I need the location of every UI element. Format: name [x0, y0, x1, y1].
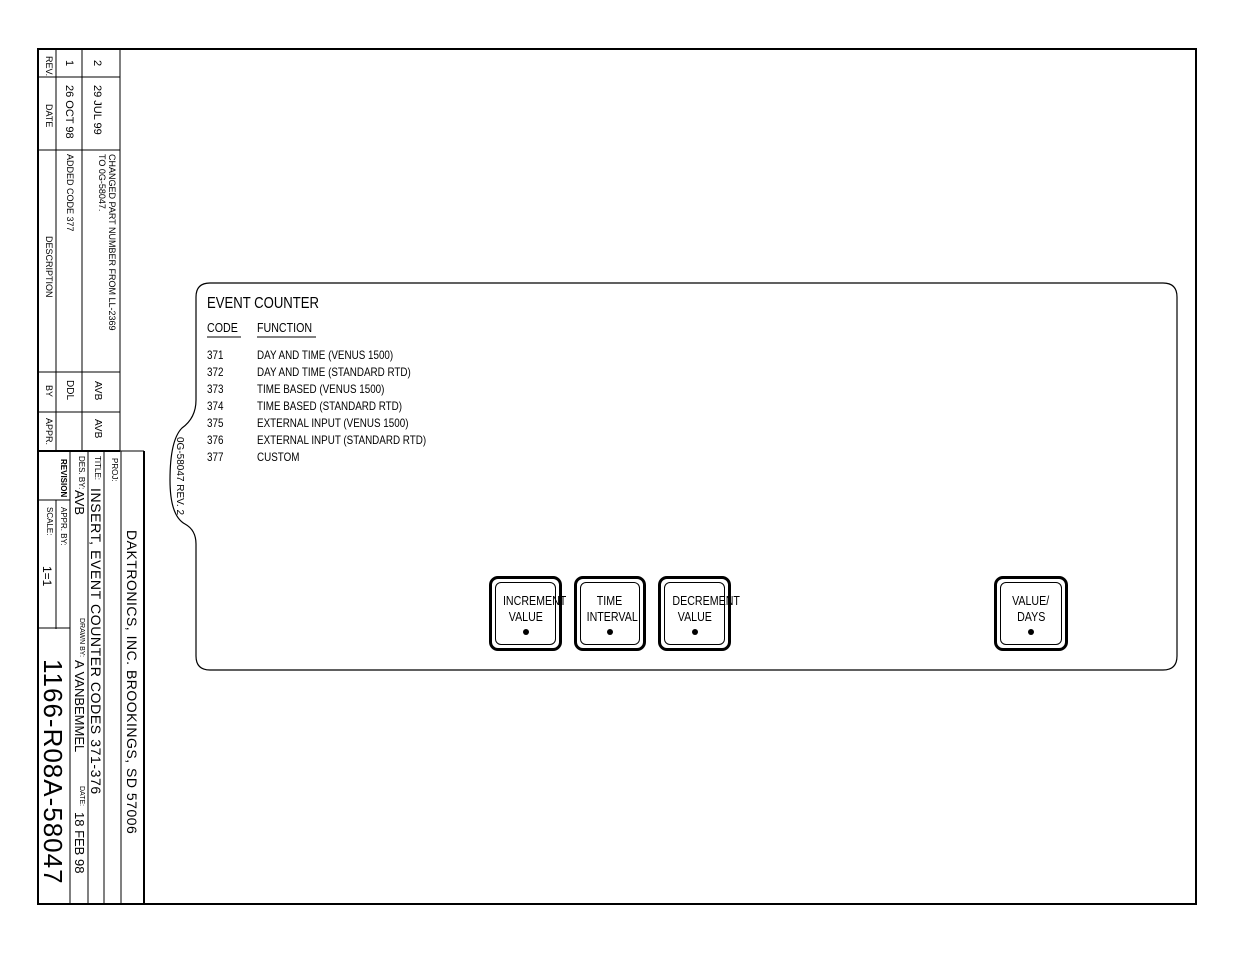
- button-label-line2: INTERVAL: [586, 609, 638, 624]
- list-item: CUSTOM: [257, 451, 309, 463]
- drawn-by-value: A VANBEMMEL: [72, 660, 87, 753]
- title-block-grid: [38, 450, 145, 904]
- drawing-border: [37, 48, 1197, 905]
- rev-row-1-date: 26 OCT 98: [63, 85, 75, 139]
- button-label-line1: TIME: [597, 593, 623, 608]
- col-header-code: CODE: [207, 320, 238, 335]
- proj-label: PROJ:: [110, 458, 119, 482]
- date-label: DATE:: [78, 786, 85, 807]
- code-function: EXTERNAL INPUT (STANDARD RTD): [257, 433, 427, 447]
- button-label-line1: DECREMENT: [672, 593, 740, 608]
- rev-header-rev: REV.: [44, 56, 54, 77]
- revision-block-grid: [38, 49, 121, 452]
- code-number: 374: [207, 399, 224, 413]
- insert-heading: EVENT COUNTER: [207, 295, 320, 312]
- led-indicator-icon: [522, 629, 529, 635]
- rev-header-date: DATE: [44, 104, 54, 128]
- des-by-value: AVB: [72, 490, 87, 516]
- code-function: CUSTOM: [257, 450, 300, 464]
- time-interval-button-face: TIME INTERVAL: [580, 582, 640, 645]
- code-number: 371: [207, 348, 224, 362]
- insert-outline: [169, 282, 1178, 671]
- rev-row-2-date: 29 JUL 99: [91, 85, 103, 135]
- rev-header-by: BY: [44, 385, 54, 398]
- col-header-function: FUNCTION: [257, 320, 313, 335]
- drawing-number: 1166-R08A-58047: [38, 659, 68, 885]
- company-name: DAKTRONICS, INC. BROOKINGS, SD 57006: [124, 530, 140, 835]
- rev-row-2-appr: AVB: [92, 419, 103, 439]
- rev-row-1-number: 1: [63, 60, 75, 67]
- code-function: EXTERNAL INPUT (VENUS 1500): [257, 416, 409, 430]
- rev-row-2-description-line2: TO 0G-58047.: [97, 154, 107, 212]
- list-item: DAY AND TIME (VENUS 1500): [257, 349, 423, 361]
- title-label: TITLE:: [93, 456, 102, 481]
- list-item: 376: [207, 434, 227, 446]
- rev-row-1-description: ADDED CODE 377: [65, 154, 75, 232]
- list-item: 371: [207, 349, 227, 361]
- led-indicator-icon: [691, 629, 698, 635]
- list-item: 372: [207, 366, 227, 378]
- button-label-line1: INCREMENT: [502, 593, 567, 608]
- increment-value-button-face: INCREMENT VALUE: [495, 582, 566, 645]
- code-number: 373: [207, 382, 224, 396]
- list-item: 374: [207, 400, 227, 412]
- increment-value-button[interactable]: INCREMENT VALUE: [489, 576, 566, 651]
- code-function: DAY AND TIME (STANDARD RTD): [257, 365, 411, 379]
- list-item: EXTERNAL INPUT (VENUS 1500): [257, 417, 442, 429]
- list-item: TIME BASED (STANDARD RTD): [257, 400, 434, 412]
- code-function: TIME BASED (VENUS 1500): [257, 382, 385, 396]
- code-number: 376: [207, 433, 224, 447]
- decrement-value-button[interactable]: DECREMENT VALUE: [658, 576, 740, 651]
- rev-row-2-number: 2: [91, 60, 103, 67]
- list-item: EXTERNAL INPUT (STANDARD RTD): [257, 434, 463, 446]
- rev-header-appr: APPR.: [44, 418, 54, 446]
- revision-label: REVISION: [59, 459, 68, 498]
- value-days-button[interactable]: VALUE/ DAYS: [994, 576, 1068, 651]
- button-label-line2: VALUE: [508, 609, 543, 624]
- list-item: TIME BASED (VENUS 1500): [257, 383, 412, 395]
- led-indicator-icon: [607, 629, 613, 635]
- rev-header-description: DESCRIPTION: [44, 236, 54, 298]
- list-item: DAY AND TIME (STANDARD RTD): [257, 366, 445, 378]
- value-days-button-face: VALUE/ DAYS: [1000, 582, 1062, 645]
- date-value: 18 FEB 98: [72, 812, 87, 874]
- list-item: 375: [207, 417, 227, 429]
- scale-label: SCALE:: [45, 507, 54, 536]
- code-function: DAY AND TIME (VENUS 1500): [257, 348, 394, 362]
- list-item: 373: [207, 383, 227, 395]
- drawn-by-label: DRAWN BY:: [78, 618, 85, 658]
- code-function: TIME BASED (STANDARD RTD): [257, 399, 403, 413]
- rev-row-1-by: DDL: [64, 380, 75, 401]
- scale-value: 1=1: [40, 566, 54, 587]
- list-item: 377: [207, 451, 227, 463]
- code-number: 372: [207, 365, 224, 379]
- part-marking: 0G-58047 REV. 2: [174, 437, 185, 516]
- decrement-value-button-face: DECREMENT VALUE: [664, 582, 740, 645]
- code-number: 375: [207, 416, 224, 430]
- des-by-label: DES. BY:: [77, 456, 86, 490]
- time-interval-button[interactable]: TIME INTERVAL: [574, 576, 646, 651]
- button-label-line2: VALUE: [677, 609, 712, 624]
- led-indicator-icon: [1028, 629, 1034, 635]
- button-label-line1: VALUE/: [1012, 593, 1050, 608]
- rev-row-2-description-line1: CHANGED PART NUMBER FROM LL-2369: [107, 154, 117, 331]
- drawing-title: INSERT, EVENT COUNTER CODES 371-376: [88, 488, 104, 795]
- button-label-line2: DAYS: [1016, 609, 1046, 624]
- code-number: 377: [207, 450, 224, 464]
- appr-by-label: APPR. BY:: [59, 507, 68, 546]
- rev-row-2-by: AVB: [92, 381, 103, 401]
